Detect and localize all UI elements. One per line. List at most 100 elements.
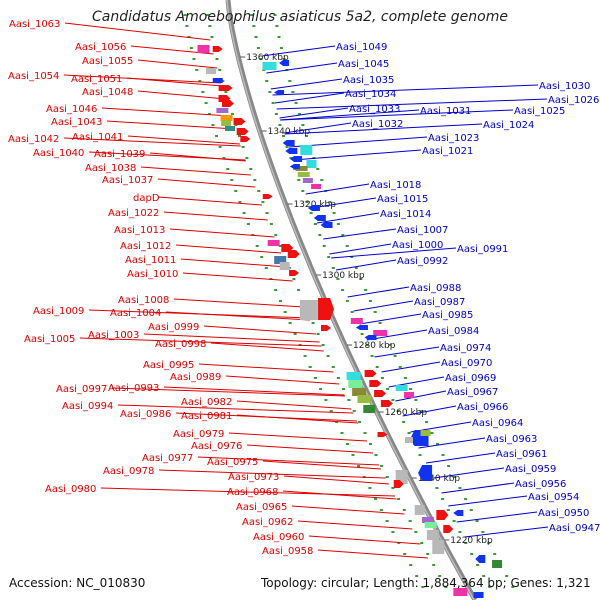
gene-label: Aasi_0961 bbox=[496, 449, 547, 460]
track-tick bbox=[230, 179, 234, 181]
leader-line bbox=[143, 333, 320, 343]
gene-label: Aasi_0981 bbox=[181, 411, 232, 422]
gene-feature bbox=[320, 222, 333, 228]
track-tick bbox=[396, 410, 400, 412]
track-tick bbox=[482, 575, 486, 577]
track-tick bbox=[311, 322, 315, 324]
gene-label: Aasi_0962 bbox=[242, 517, 293, 528]
gene-feature bbox=[289, 164, 300, 169]
track-tick bbox=[189, 47, 193, 49]
track-tick bbox=[370, 355, 374, 357]
track-tick bbox=[279, 47, 283, 49]
track-tick bbox=[288, 80, 292, 82]
leader-line bbox=[64, 22, 211, 41]
track-tick bbox=[368, 487, 372, 489]
track-tick bbox=[265, 212, 269, 214]
track-tick bbox=[274, 289, 278, 291]
track-tick bbox=[234, 190, 238, 192]
track-tick bbox=[303, 355, 307, 357]
gene-label: Aasi_1032 bbox=[352, 119, 403, 130]
gene-label: dapD bbox=[133, 193, 160, 204]
track-tick bbox=[285, 146, 289, 148]
gene-label: Aasi_1041 bbox=[72, 132, 123, 143]
gene-feature bbox=[350, 318, 363, 324]
track-tick bbox=[274, 113, 278, 115]
leader-line bbox=[366, 329, 428, 341]
track-tick bbox=[283, 311, 287, 313]
track-tick bbox=[245, 157, 249, 159]
gene-feature bbox=[233, 118, 246, 125]
leader-line bbox=[270, 78, 343, 90]
track-tick bbox=[464, 542, 468, 544]
leader-line bbox=[425, 452, 496, 464]
track-tick bbox=[288, 322, 292, 324]
gene-label: Aasi_0997 bbox=[56, 384, 107, 395]
track-tick bbox=[397, 542, 401, 544]
leader-line bbox=[441, 482, 515, 494]
track-tick bbox=[452, 476, 456, 478]
gene-label: Aasi_1048 bbox=[82, 87, 133, 98]
gene-label: Aasi_1039 bbox=[94, 149, 145, 160]
track-tick bbox=[336, 278, 340, 280]
gene-label: Aasi_0989 bbox=[170, 372, 221, 383]
gene-label: Aasi_0992 bbox=[397, 256, 448, 267]
gene-label: Aasi_0988 bbox=[410, 283, 461, 294]
track-tick bbox=[321, 344, 325, 346]
track-tick bbox=[297, 179, 301, 181]
track-tick bbox=[481, 531, 485, 533]
track-tick bbox=[260, 256, 264, 258]
track-tick bbox=[204, 102, 208, 104]
gene-feature bbox=[373, 330, 388, 336]
track-tick bbox=[369, 443, 372, 445]
gene-feature bbox=[377, 432, 388, 437]
scale-label: 1280 kbp bbox=[353, 341, 396, 351]
gene-label: Aasi_1015 bbox=[377, 194, 428, 205]
track-tick bbox=[397, 498, 401, 500]
track-tick bbox=[373, 311, 377, 313]
track-tick bbox=[256, 47, 260, 49]
track-tick bbox=[198, 80, 202, 82]
track-tick bbox=[350, 311, 354, 313]
leader-line bbox=[203, 325, 317, 335]
gene-feature bbox=[432, 540, 445, 554]
track-tick bbox=[309, 212, 313, 214]
track-tick bbox=[242, 212, 246, 214]
gene-feature bbox=[212, 78, 223, 83]
leader-line bbox=[293, 149, 422, 161]
track-tick bbox=[210, 36, 214, 38]
track-tick bbox=[183, 14, 187, 16]
leader-line bbox=[284, 122, 352, 134]
gene-label: Aasi_1021 bbox=[422, 146, 473, 157]
track-tick bbox=[215, 135, 218, 137]
gene-label: Aasi_1010 bbox=[127, 269, 178, 280]
track-tick bbox=[475, 520, 479, 522]
gene-label: Aasi_1011 bbox=[125, 255, 176, 266]
gene-label: Aasi_1024 bbox=[483, 120, 534, 131]
track-tick bbox=[301, 124, 305, 126]
track-tick bbox=[301, 190, 305, 192]
track-tick bbox=[447, 465, 451, 467]
gene-label: Aasi_0967 bbox=[447, 387, 498, 398]
track-tick bbox=[271, 102, 275, 104]
gene-feature bbox=[267, 240, 280, 246]
track-tick bbox=[215, 58, 219, 60]
gene-label: Aasi_1056 bbox=[75, 42, 126, 53]
leader-line bbox=[280, 109, 420, 121]
gene-label: Aasi_1009 bbox=[33, 306, 84, 317]
track-tick bbox=[313, 223, 317, 225]
leader-line bbox=[101, 107, 231, 117]
track-tick bbox=[432, 564, 436, 566]
track-tick bbox=[273, 14, 277, 16]
gene-label: Aasi_1035 bbox=[343, 75, 394, 86]
gene-feature bbox=[414, 505, 425, 515]
gene-label: Aasi_0977 bbox=[142, 453, 193, 464]
accession-text: Accession: NC_010830 bbox=[9, 576, 146, 590]
leader-line bbox=[274, 92, 345, 104]
gene-label: Aasi_0993 bbox=[108, 383, 159, 394]
track-tick bbox=[351, 454, 355, 456]
gene-label: Aasi_1033 bbox=[349, 104, 400, 115]
track-tick bbox=[297, 289, 301, 291]
gene-label: Aasi_0974 bbox=[440, 343, 491, 354]
gene-feature bbox=[395, 385, 408, 391]
track-tick bbox=[364, 289, 368, 291]
